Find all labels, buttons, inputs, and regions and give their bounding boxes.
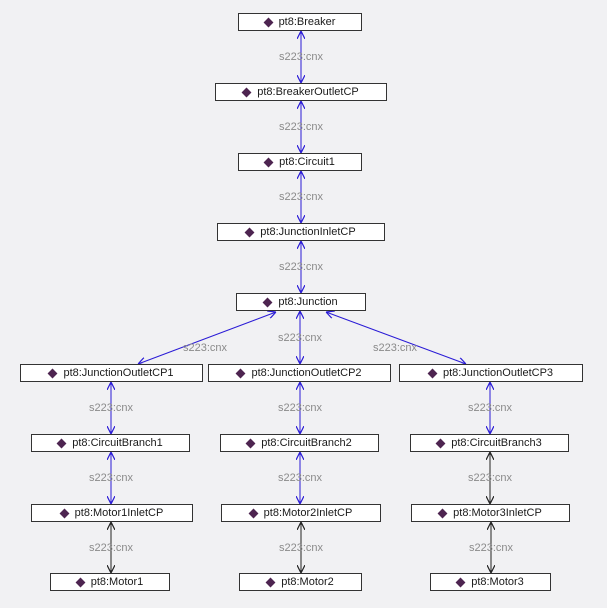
diamond-icon (59, 508, 70, 518)
edge-label: s223:cnx (278, 51, 324, 63)
node-label: pt8:Motor2InletCP (263, 507, 353, 519)
edge-label: s223:cnx (467, 402, 513, 414)
node-circuit-branch3[interactable]: pt8:CircuitBranch3 (410, 434, 569, 452)
edge-junction-to-junction_outlet_cp3 (326, 312, 466, 364)
edge-label: s223:cnx (88, 402, 134, 414)
node-circuit1[interactable]: pt8:Circuit1 (238, 153, 362, 171)
node-junction-inlet-cp[interactable]: pt8:JunctionInletCP (217, 223, 385, 241)
node-junction-outlet-cp3[interactable]: pt8:JunctionOutletCP3 (399, 364, 583, 382)
edge-label: s223:cnx (278, 541, 324, 554)
diamond-icon (263, 157, 274, 167)
diamond-icon (236, 368, 246, 378)
edge-label: s223:cnx (468, 541, 514, 554)
diamond-icon (265, 577, 276, 587)
node-label: pt8:Motor2 (281, 576, 334, 588)
node-motor3[interactable]: pt8:Motor3 (430, 573, 551, 591)
diamond-icon (245, 438, 256, 448)
node-label: pt8:Breaker (278, 16, 336, 28)
node-label: pt8:CircuitBranch1 (72, 437, 163, 449)
edge-label: s223:cnx (182, 342, 228, 354)
node-motor1[interactable]: pt8:Motor1 (50, 573, 170, 591)
diamond-icon (241, 87, 252, 97)
diamond-icon (263, 17, 274, 27)
node-junction-outlet-cp2[interactable]: pt8:JunctionOutletCP2 (208, 364, 391, 382)
edge-label: s223:cnx (277, 331, 323, 344)
node-junction-outlet-cp1[interactable]: pt8:JunctionOutletCP1 (20, 364, 203, 382)
edge-label: s223:cnx (372, 342, 418, 354)
diamond-icon (48, 368, 58, 378)
edge-label: s223:cnx (277, 402, 323, 414)
edge-label: s223:cnx (278, 191, 324, 203)
diamond-icon (56, 438, 67, 448)
node-motor2[interactable]: pt8:Motor2 (239, 573, 362, 591)
diamond-icon (427, 368, 438, 378)
diamond-icon (262, 297, 273, 307)
edge-label: s223:cnx (278, 121, 324, 133)
node-breaker[interactable]: pt8:Breaker (238, 13, 362, 31)
edge-label: s223:cnx (467, 472, 513, 484)
node-motor3-inlet-cp[interactable]: pt8:Motor3InletCP (411, 504, 570, 522)
node-label: pt8:Motor3 (471, 576, 524, 588)
node-label: pt8:BreakerOutletCP (257, 86, 359, 98)
node-circuit-branch1[interactable]: pt8:CircuitBranch1 (31, 434, 190, 452)
diamond-icon (437, 508, 448, 518)
node-label: pt8:CircuitBranch2 (261, 437, 352, 449)
edge-label: s223:cnx (277, 472, 323, 484)
node-motor1-inlet-cp[interactable]: pt8:Motor1InletCP (31, 504, 193, 522)
node-label: pt8:Motor1 (90, 576, 144, 588)
node-label: pt8:Junction (278, 296, 338, 308)
node-label: pt8:JunctionInletCP (260, 226, 356, 238)
edge-label: s223:cnx (88, 541, 134, 554)
diamond-icon (435, 438, 446, 448)
node-circuit-branch2[interactable]: pt8:CircuitBranch2 (220, 434, 379, 452)
node-label: pt8:CircuitBranch3 (451, 437, 542, 449)
diamond-icon (455, 577, 466, 587)
node-label: pt8:Motor1InletCP (74, 507, 164, 519)
node-breaker-outlet-cp[interactable]: pt8:BreakerOutletCP (215, 83, 387, 101)
node-label: pt8:JunctionOutletCP1 (63, 367, 174, 379)
node-junction[interactable]: pt8:Junction (236, 293, 366, 311)
node-label: pt8:Motor3InletCP (453, 507, 542, 519)
edge-label: s223:cnx (278, 261, 324, 273)
node-label: pt8:JunctionOutletCP3 (442, 367, 554, 379)
node-label: pt8:Circuit1 (279, 156, 335, 168)
diamond-icon (244, 227, 255, 237)
node-motor2-inlet-cp[interactable]: pt8:Motor2InletCP (221, 504, 381, 522)
node-label: pt8:JunctionOutletCP2 (251, 367, 362, 379)
diamond-icon (75, 577, 86, 587)
edge-label: s223:cnx (88, 472, 134, 484)
edge-junction-to-junction_outlet_cp1 (138, 312, 276, 364)
diamond-icon (248, 508, 259, 518)
